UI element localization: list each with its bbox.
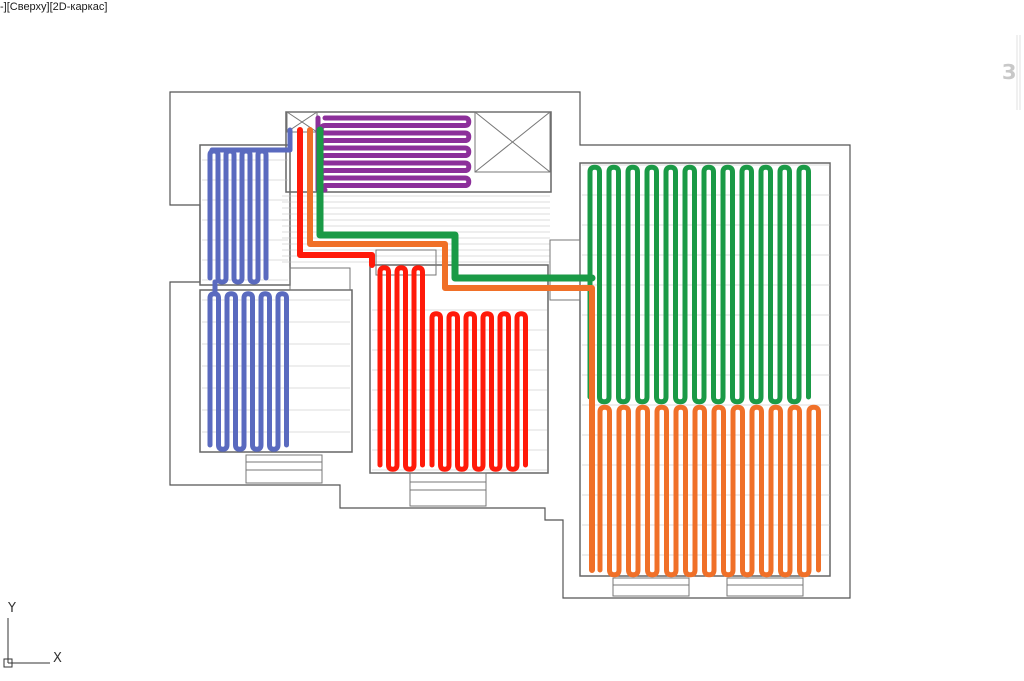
fixtures xyxy=(245,111,804,597)
viewcube-edge[interactable] xyxy=(1016,35,1021,110)
loop-blue xyxy=(207,148,269,285)
loop-purple xyxy=(318,115,472,188)
loop-orange xyxy=(597,404,821,578)
loop-red xyxy=(429,311,528,472)
ucs-x-label: X xyxy=(53,651,62,666)
loop-orange xyxy=(307,127,595,573)
loop-blue xyxy=(207,291,289,452)
loop-blue xyxy=(209,127,293,295)
ucs-y-label: Y xyxy=(7,601,16,616)
viewport-controls-label[interactable]: -][Сверху][2D-каркас] xyxy=(0,1,108,13)
loop-green xyxy=(316,126,596,282)
loop-red xyxy=(377,265,425,472)
loop-green xyxy=(587,164,811,405)
viewcube-west-label[interactable]: З xyxy=(1002,60,1017,84)
ucs-icon xyxy=(3,618,50,668)
loop-red xyxy=(297,127,375,268)
